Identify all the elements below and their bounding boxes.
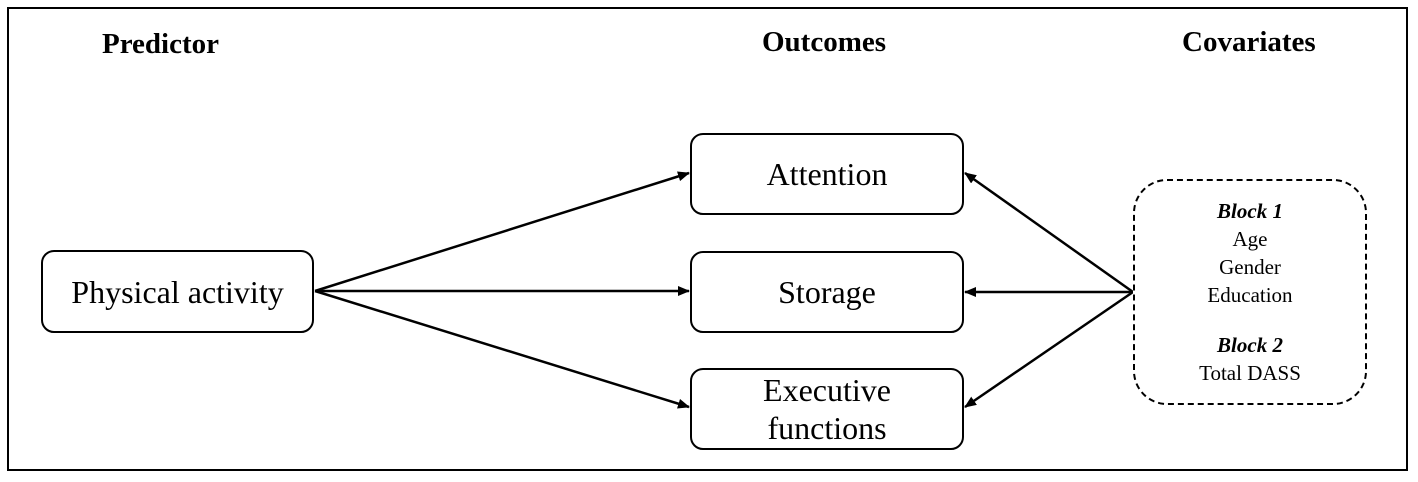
arrow-pa-to-attention: [314, 171, 690, 293]
diagram-frame: [7, 7, 1408, 471]
outcome-box-executive-functions: Executive functions: [690, 368, 964, 450]
predictor-box: Physical activity: [41, 250, 314, 333]
arrow-cov-to-attention: [964, 171, 1134, 294]
block1-item-education: Education: [1207, 283, 1293, 307]
attention-label: Attention: [766, 156, 888, 192]
arrow-cov-to-executive: [964, 290, 1134, 409]
outcome-box-attention: Attention: [690, 133, 964, 215]
heading-covariates: Covariates: [1182, 26, 1316, 58]
block1-item-gender: Gender: [1219, 255, 1281, 279]
executive-label-line1: Executive: [763, 372, 891, 408]
covariates-box: Block 1 Age Gender Education Block 2 Tot…: [1133, 179, 1367, 405]
outcome-box-storage: Storage: [690, 251, 964, 333]
heading-predictor: Predictor: [102, 28, 220, 60]
block1-item-age: Age: [1232, 227, 1268, 251]
heading-outcomes: Outcomes: [762, 26, 887, 58]
block1-title: Block 1: [1217, 199, 1283, 223]
arrow-pa-to-executive: [314, 289, 690, 409]
storage-label: Storage: [778, 274, 876, 310]
block2-title: Block 2: [1217, 333, 1283, 357]
predictor-label: Physical activity: [71, 273, 284, 310]
block2-item-total-dass: Total DASS: [1199, 361, 1301, 385]
executive-label-line2: functions: [767, 410, 887, 446]
